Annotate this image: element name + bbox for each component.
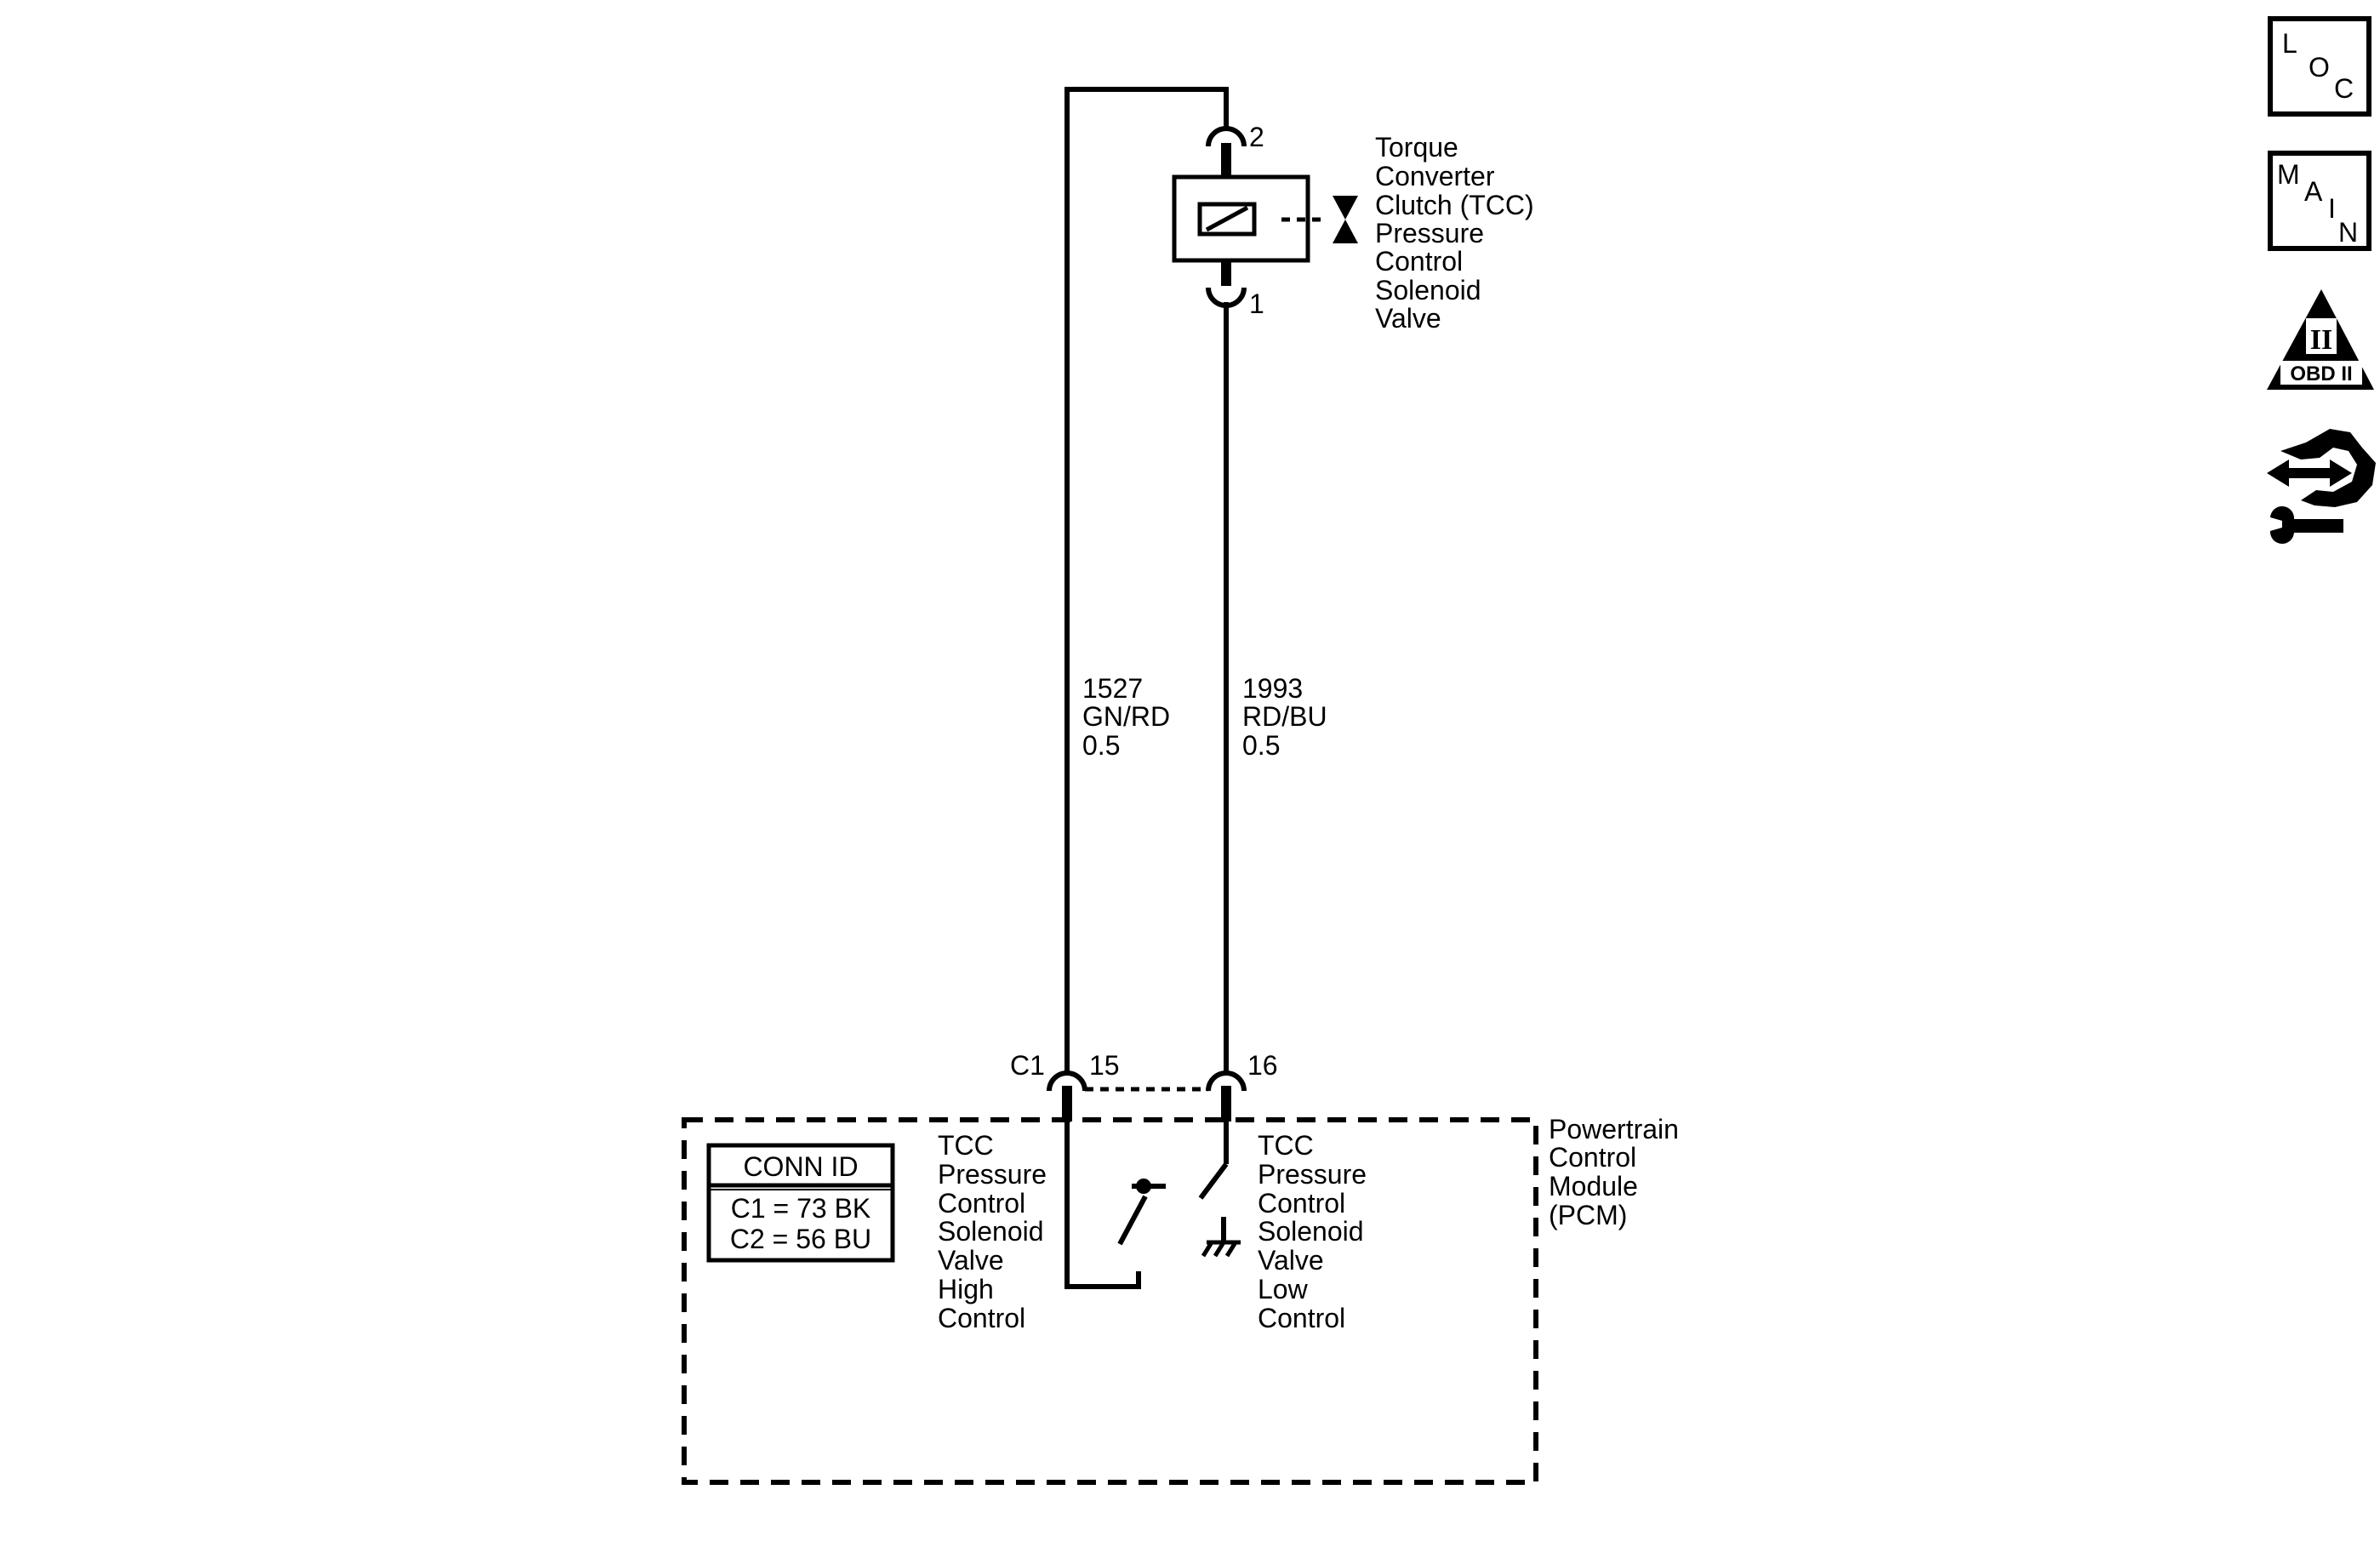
- high-control-label: TCC Pressure Control Solenoid Valve High…: [938, 1130, 1054, 1333]
- wire-1993-label: 1993 RD/BU 0.5: [1242, 673, 1334, 761]
- conn-id-table: [706, 1143, 895, 1263]
- high-side-driver-switch: [1064, 1122, 1166, 1289]
- pcm-connector-c1: [1047, 1070, 1247, 1122]
- svg-text:I: I: [2328, 193, 2336, 224]
- connector-c1-label: C1: [1010, 1050, 1045, 1081]
- loc-icon[interactable]: [2268, 16, 2371, 117]
- main-button[interactable]: M A I N: [2268, 151, 2371, 251]
- svg-text:O: O: [2309, 52, 2330, 83]
- ground-icon: [1201, 1240, 1241, 1258]
- low-side-driver-switch: [1198, 1122, 1241, 1258]
- obd-ii-button[interactable]: II OBD II: [2267, 289, 2374, 390]
- svg-text:N: N: [2338, 217, 2358, 248]
- svg-text:C: C: [2334, 73, 2354, 104]
- valve-icon: [1333, 196, 1358, 243]
- pcm-pin-15-connector: [1047, 1070, 1087, 1092]
- wire-1527-label: 1527 GN/RD 0.5: [1082, 673, 1178, 761]
- svg-text:M: M: [2277, 159, 2300, 190]
- pcm-pin-16-connector: [1206, 1070, 1247, 1092]
- pcm-title: Powertrain Control Module (PCM): [1549, 1114, 1687, 1230]
- pcm-boundary: [682, 1117, 1538, 1485]
- low-control-label: TCC Pressure Control Solenoid Valve Low …: [1258, 1130, 1374, 1333]
- solenoid-pin-2-connector: [1206, 126, 1247, 147]
- solenoid-pin-1-connector: [1206, 287, 1247, 308]
- solenoid-body: [1172, 174, 1310, 263]
- pcm-pin-16-label: 16: [1247, 1050, 1278, 1081]
- loc-button[interactable]: L O C: [2268, 16, 2371, 117]
- svg-text:L: L: [2282, 28, 2297, 59]
- wire-1527-path: [1064, 87, 1229, 1075]
- tcc-solenoid: [1172, 126, 1358, 308]
- svg-text:A: A: [2304, 176, 2323, 207]
- main-icon[interactable]: [2268, 151, 2371, 251]
- diagnostic-tool-button[interactable]: [2267, 429, 2376, 545]
- pcm-pin-15-label: 15: [1089, 1050, 1120, 1081]
- diagnostic-tool-icon[interactable]: [2267, 429, 2376, 545]
- solenoid-title: Torque Converter Clutch (TCC) Pressure C…: [1375, 132, 1542, 334]
- solenoid-pin-1-label: 1: [1249, 288, 1264, 319]
- svg-text:OBD II: OBD II: [2290, 362, 2352, 385]
- solenoid-coil-icon: [1197, 202, 1257, 237]
- conn-id-row: C2 = 56 BU: [730, 1224, 871, 1254]
- svg-text:II: II: [2310, 324, 2332, 356]
- conn-id-header: CONN ID: [743, 1151, 858, 1182]
- solenoid-pin-2-label: 2: [1249, 122, 1264, 152]
- conn-id-row: C1 = 73 BK: [731, 1193, 871, 1224]
